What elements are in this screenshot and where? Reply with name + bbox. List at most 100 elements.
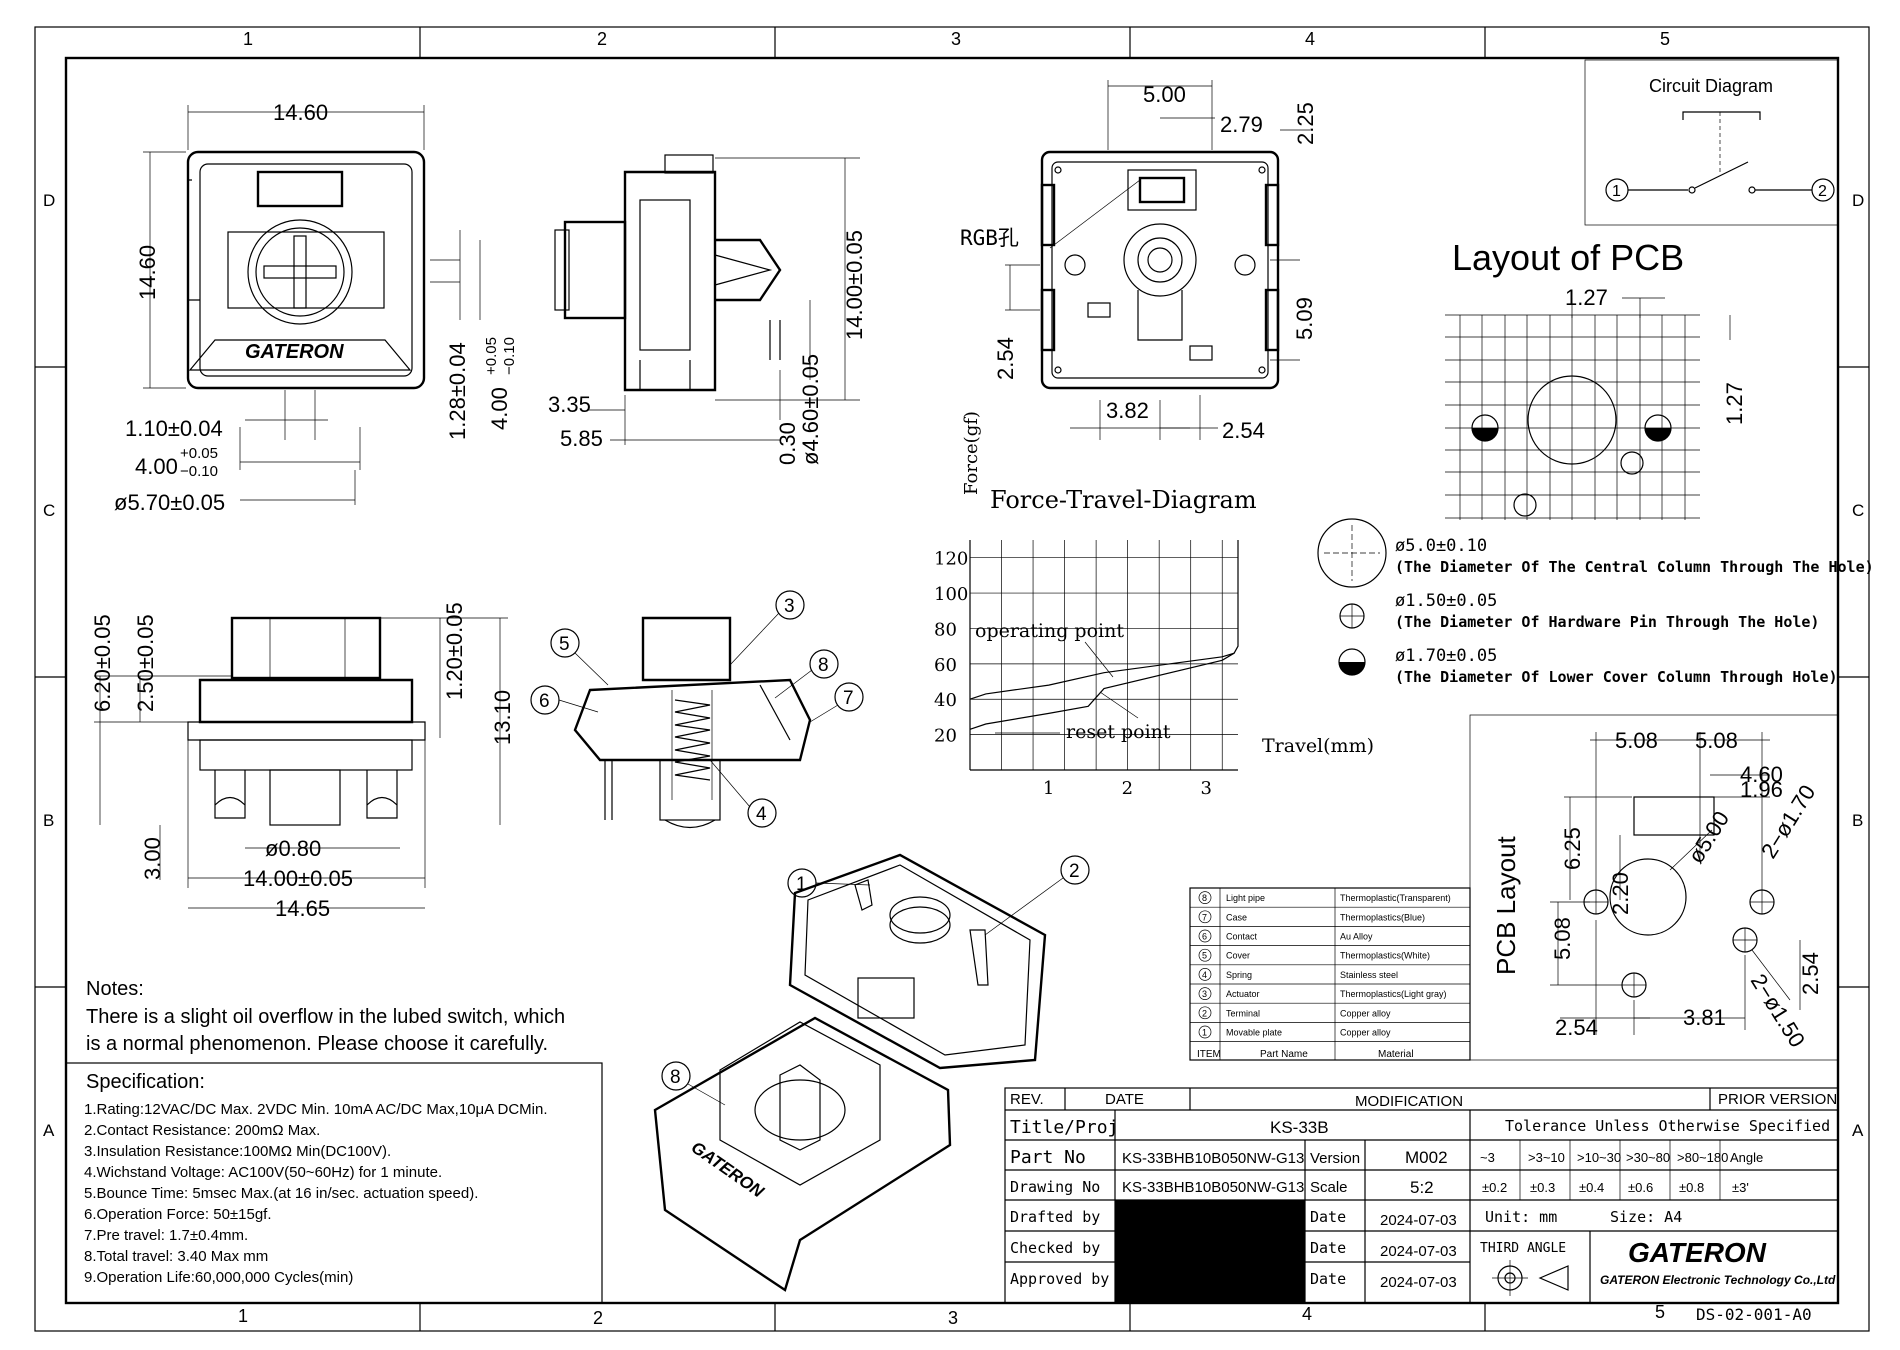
y-tick-label: 60 [934, 655, 957, 676]
bom-material: Thermoplastic(Transparent) [1340, 893, 1451, 903]
chart-ylabel: Force(gf) [961, 411, 982, 495]
notes-line2: is a normal phenomenon. Please choose it… [86, 1033, 548, 1055]
bom-item-circle [1198, 1025, 1212, 1039]
bom-item-number: 7 [1202, 912, 1207, 922]
bom-material: Thermoplastics(Light gray) [1340, 989, 1447, 999]
bom-part-name: Cover [1226, 951, 1250, 961]
row-label-right: A [1852, 1121, 1864, 1140]
title-block: REV. DATE MODIFICATION PRIOR VERSION Tit… [1004, 1087, 1839, 1304]
dim-bottom-2-54: 2.54 [993, 337, 1018, 380]
callout-label: 4 [756, 804, 767, 825]
col-label-top: 2 [597, 29, 607, 49]
bom-item-circle [1198, 968, 1212, 981]
dim-front-h1: 6.20±0.05 [90, 614, 115, 712]
legend-size-2: ø1.50±0.05 [1395, 591, 1497, 611]
notes-title: Notes: [86, 978, 144, 1000]
spec-item: 2.Contact Resistance: 200mΩ Max. [84, 1122, 320, 1139]
tol-range: ~3 [1480, 1150, 1495, 1165]
dim-bottom-3-82: 3.82 [1106, 398, 1149, 423]
notes: Notes: There is a slight oil overflow in… [86, 978, 565, 1055]
legend-desc-1: (The Diameter Of The Central Column Thro… [1395, 558, 1874, 576]
projection-cone-icon [1538, 1265, 1569, 1291]
dim-front-d1: ø0.80 [265, 836, 321, 861]
tb-drawing-value: KS-33BHB10B050NW-G13 [1122, 1179, 1304, 1196]
tb-version-value: M002 [1405, 1148, 1448, 1167]
tb-checked: Checked by [1010, 1239, 1100, 1257]
row-label-left: B [43, 811, 54, 830]
tol-range: >3~10 [1528, 1150, 1565, 1165]
series-line [969, 652, 1235, 730]
tb-date-1: 2024-07-03 [1380, 1212, 1457, 1229]
force-travel-chart: Force-Travel-Diagram Force(gf) Travel(mm… [934, 411, 1374, 799]
bom-part-name: Spring [1226, 970, 1252, 980]
bom-material: Thermoplastics(Blue) [1340, 912, 1425, 922]
spec-item: 6.Operation Force: 50±15gf. [84, 1206, 272, 1223]
dim-top-d4: 4.00 [135, 454, 178, 479]
tol-value: ±3' [1732, 1180, 1749, 1195]
dim-side-h2: ø4.60±0.05 [798, 354, 823, 465]
x-tick-label: 3 [1200, 778, 1211, 799]
iso-brand: GATERON [688, 1138, 768, 1202]
specification: Specification: 1.Rating:12VAC/DC Max. 2V… [65, 1062, 603, 1304]
dim-front-h5: 3.00 [140, 837, 165, 880]
pcb-side-d6: 6.25 [1560, 827, 1585, 870]
reset-point-leader [1099, 691, 1139, 719]
col-label-bottom: 4 [1302, 1304, 1312, 1324]
tol-value: ±0.4 [1579, 1180, 1604, 1195]
bom-item-circle [1198, 1006, 1212, 1020]
legend-size-3: ø1.70±0.05 [1395, 646, 1497, 666]
x-tick-label: 2 [1122, 778, 1133, 799]
notes-line1: There is a slight oil overflow in the lu… [86, 1006, 565, 1028]
bom-item-circle [1198, 948, 1212, 962]
dim-top-d2-tol-dn: −0.10 [501, 337, 518, 375]
tb-date-label-3: Date [1310, 1270, 1346, 1288]
bom-part-name: Terminal [1226, 1008, 1260, 1018]
dim-front-h4: 13.10 [490, 690, 515, 745]
operating-point-label: operating point [975, 620, 1124, 642]
row-label-left: D [43, 191, 55, 210]
spec-title: Specification: [86, 1071, 205, 1093]
tol-range: >30~80 [1626, 1150, 1670, 1165]
bom-material: Stainless steel [1340, 970, 1398, 980]
chart-xlabel: Travel(mm) [1262, 735, 1374, 757]
spec-item: 7.Pre travel: 1.7±0.4mm. [84, 1227, 248, 1244]
pcb-layout-side: PCB Layout 5.08 5.08 4.60 1.96 2−ø1.70 6… [1469, 714, 1839, 1061]
pcb-side-d4: 1.96 [1740, 777, 1783, 802]
pcb-side-d2: 5.08 [1695, 728, 1738, 753]
tb-modification: MODIFICATION [1355, 1093, 1463, 1110]
bom-part-name: Light pipe [1226, 893, 1265, 903]
top-view-brand: GATERON [245, 341, 344, 363]
spec-item: 9.Operation Life:60,000,000 Cycles(min) [84, 1269, 353, 1286]
dim-top-d2-tol-up: +0.05 [483, 337, 500, 375]
circuit-title: Circuit Diagram [1649, 76, 1773, 96]
spec-item: 8.Total travel: 3.40 Max mm [84, 1248, 268, 1265]
dim-top-d1: 1.28±0.04 [445, 342, 470, 440]
pcb-side-d12: 2.54 [1555, 1015, 1598, 1040]
chart-title: Force-Travel-Diagram [990, 486, 1257, 514]
tb-tolerance: Tolerance Unless Otherwise Specified [1505, 1117, 1830, 1135]
redacted-signatures [1115, 1200, 1305, 1303]
bom-part-name: Movable plate [1226, 1028, 1282, 1038]
dim-side-h3: 0.30 [775, 422, 800, 465]
callout-label: 3 [784, 596, 795, 617]
outer-frame [34, 26, 1870, 1332]
circuit-pin1: 1 [1612, 183, 1621, 200]
bom-part-name: Contact [1226, 932, 1258, 942]
bom-material: Thermoplastics(White) [1340, 951, 1430, 961]
pcb-grid: Layout of PCB 1.27 1.27 [1445, 237, 1747, 520]
tol-range: Angle [1730, 1150, 1763, 1165]
col-label-bottom: 2 [593, 1308, 603, 1328]
tb-title-value: KS-33B [1270, 1118, 1329, 1137]
tb-drawing-label: Drawing No [1010, 1178, 1100, 1196]
col-label-bottom: 1 [238, 1306, 248, 1326]
tol-value: ±0.2 [1482, 1180, 1507, 1195]
row-label-right: C [1852, 501, 1864, 520]
callout-label: 1 [796, 874, 807, 895]
pcb-side-d3: 4.60 [1740, 762, 1783, 787]
dim-bottom-top: 5.00 [1143, 82, 1186, 107]
dim-top-d3: 1.10±0.04 [125, 416, 223, 441]
row-label-right: D [1852, 191, 1864, 210]
tol-value: ±0.3 [1530, 1180, 1555, 1195]
spec-item: 5.Bounce Time: 5msec Max.(at 16 in/sec. … [84, 1185, 478, 1202]
